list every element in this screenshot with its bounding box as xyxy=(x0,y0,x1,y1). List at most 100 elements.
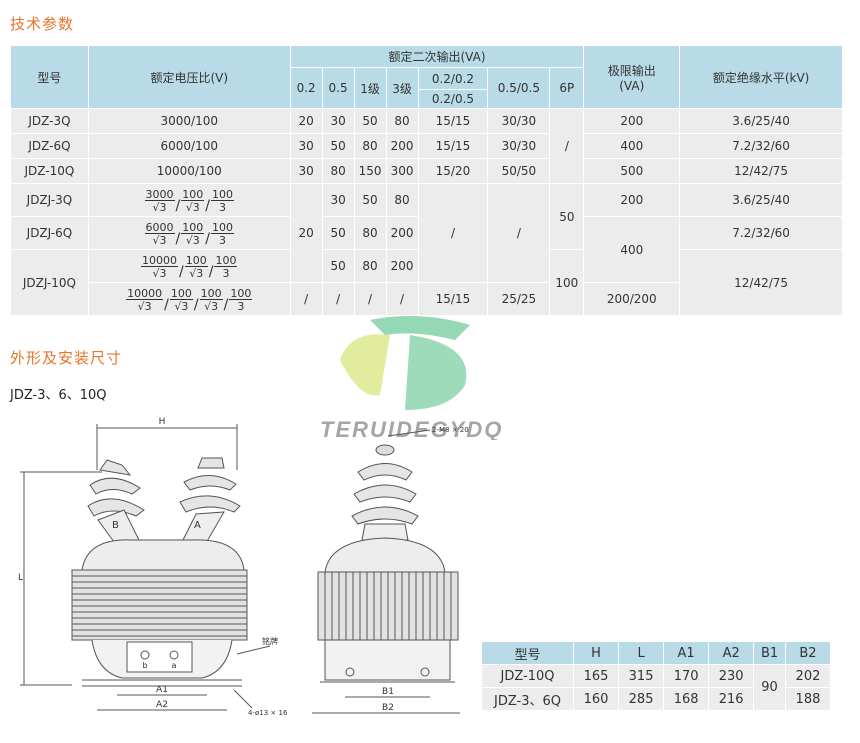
cell-value: / xyxy=(353,282,387,316)
cell-value: 50 xyxy=(353,108,387,134)
cell-model: JDZJ-3Q xyxy=(10,183,89,217)
label-B1: B1 xyxy=(382,687,394,697)
header-cell: H xyxy=(572,641,620,665)
header-secondary-output: 额定二次输出(VA) xyxy=(289,45,585,68)
cell-value: 80 xyxy=(385,183,419,217)
cell-value: 30 xyxy=(321,183,355,217)
label-A2: A2 xyxy=(156,700,168,710)
cell-value: / xyxy=(321,282,355,316)
cell-value: 202 xyxy=(784,664,832,688)
cell-value: 285 xyxy=(618,687,665,711)
cell-value: / xyxy=(385,282,419,316)
cell-value: 165 xyxy=(572,664,620,688)
cell-value: 20 xyxy=(289,183,323,283)
cell-value: 170 xyxy=(663,664,710,688)
label-b: b xyxy=(142,661,147,670)
outline-section-title: 外形及安装尺寸 xyxy=(10,349,123,367)
cell-value: 80 xyxy=(353,133,387,159)
cell-value: 15/20 xyxy=(417,158,489,184)
side-view-drawing: 2-M8 × 20 B1 B2 xyxy=(312,426,469,714)
cell-value: 150 xyxy=(353,158,387,184)
cell-6p: / xyxy=(549,108,585,184)
table-row: JDZ-3Q 3000/100 20 30 50 80 15/15 30/30 … xyxy=(10,108,843,184)
cell-value: 50 xyxy=(353,183,387,217)
cell-model: JDZ-10Q xyxy=(10,158,89,184)
label-B2: B2 xyxy=(382,703,394,713)
header-class-0.5-0.5: 0.5/0.5 xyxy=(487,67,551,109)
cell-6p: 100 xyxy=(549,249,585,316)
header-cell: B1 xyxy=(753,641,786,665)
cell-ratio: 3000/100 xyxy=(87,108,291,134)
cell-value: 230 xyxy=(708,664,755,688)
cell-value: / xyxy=(417,183,489,283)
table-row: JDZ-10Q 10000/100 30 80 150 300 15/20 50… xyxy=(10,158,843,184)
cell-value: 200 xyxy=(385,216,419,250)
header-insulation: 额定绝缘水平(kV) xyxy=(679,45,843,109)
header-cell: A2 xyxy=(708,641,755,665)
header-class-6p: 6P xyxy=(549,67,585,109)
cell-value: 15/15 xyxy=(417,282,489,316)
header-class-0.2-0.2: 0.2/0.2 xyxy=(417,67,489,90)
cell-value: 216 xyxy=(708,687,755,711)
dimension-table: 型号 H L A1 A2 B1 B2 JDZ-10Q 165 315 170 2… xyxy=(481,641,832,711)
cell-value: 50 xyxy=(321,249,355,283)
cell-ratio: 10000/100 xyxy=(87,158,291,184)
table-row: JDZ-10Q 165 315 170 230 90 202 xyxy=(481,664,832,711)
cell-value: 80 xyxy=(385,108,419,134)
label-H: H xyxy=(159,417,166,427)
cell-value: 30/30 xyxy=(487,108,551,134)
front-view-drawing: H L B A b a A1 A2 铭牌 4-ø13 × 16 xyxy=(18,417,288,717)
cell-value: 80 xyxy=(321,158,355,184)
cell-value: 168 xyxy=(663,687,710,711)
header-cell: A1 xyxy=(663,641,710,665)
header-cell: 型号 xyxy=(481,641,574,665)
cell-model: JDZ-3Q xyxy=(10,108,89,134)
cell-value: 50/50 xyxy=(487,158,551,184)
table-row: JDZ-3、6Q 160 285 168 216 188 xyxy=(481,687,832,711)
header-class-3: 3级 xyxy=(385,67,419,109)
cell-insulation: 12/42/75 xyxy=(679,249,843,316)
cell-insulation: 3.6/25/40 xyxy=(679,183,843,217)
cell-value: 30/30 xyxy=(487,133,551,159)
cell-value: 80 xyxy=(353,249,387,283)
cell-value: 90 xyxy=(753,664,786,711)
label-A1: A1 xyxy=(156,685,168,695)
label-A: A xyxy=(194,520,201,531)
cell-model: JDZ-3、6Q xyxy=(481,687,574,711)
cell-value: 80 xyxy=(353,216,387,250)
label-L: L xyxy=(18,573,23,583)
cell-model: JDZ-10Q xyxy=(481,664,574,688)
label-B: B xyxy=(112,520,119,531)
cell-value: 188 xyxy=(784,687,832,711)
spec-section-title: 技术参数 xyxy=(10,15,75,33)
cell-value: 200 xyxy=(385,249,419,283)
cell-6p: 50 xyxy=(549,183,585,250)
cell-limit: 200/200 xyxy=(583,282,681,316)
cell-insulation: 3.6/25/40 xyxy=(679,108,843,134)
cell-value: 50 xyxy=(321,216,355,250)
cell-model: JDZJ-6Q xyxy=(10,216,89,250)
cell-limit: 400 xyxy=(583,216,681,283)
cell-value: 30 xyxy=(289,158,323,184)
cell-model: JDZ-6Q xyxy=(10,133,89,159)
watermark-text: TERUIDEGYDQ xyxy=(320,417,503,440)
header-class-0.5: 0.5 xyxy=(321,67,355,109)
outline-subtitle: JDZ-3、6、10Q xyxy=(10,388,107,403)
label-a: a xyxy=(172,661,177,670)
cell-value: 200 xyxy=(385,133,419,159)
header-model: 型号 xyxy=(10,45,89,109)
cell-value: 15/15 xyxy=(417,133,489,159)
cell-insulation: 7.2/32/60 xyxy=(679,133,843,159)
cell-value: / xyxy=(487,183,551,283)
cell-value: / xyxy=(289,282,323,316)
cell-value: 300 xyxy=(385,158,419,184)
label-bolt: 2-M8 × 20 xyxy=(432,426,469,434)
cell-insulation: 12/42/75 xyxy=(679,158,843,184)
cell-limit: 200 xyxy=(583,183,681,217)
cell-value: 160 xyxy=(572,687,620,711)
cell-value: 15/15 xyxy=(417,108,489,134)
